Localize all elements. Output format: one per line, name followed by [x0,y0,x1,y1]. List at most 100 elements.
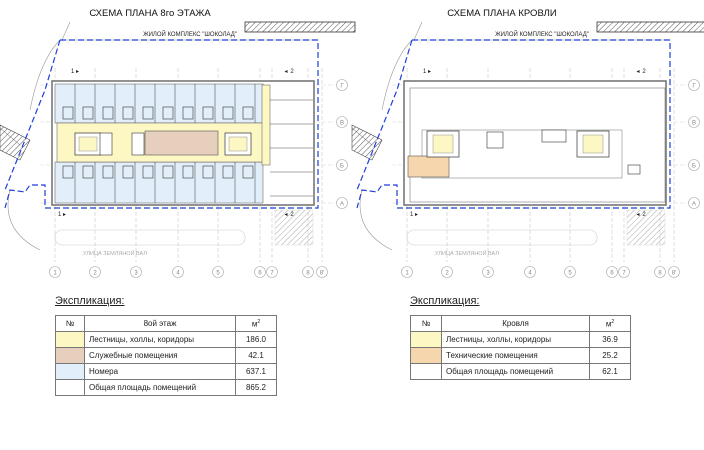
street-island [54,229,246,246]
bathroom [122,106,134,120]
col-area: м2 [589,315,631,332]
bathroom [222,106,234,120]
axis-bubble [688,159,700,171]
bathroom [202,106,214,120]
bathroom [202,165,214,179]
plan-roof: СХЕМА ПЛАНА КРОВЛИ ЖИЛОЙ КОМПЛЕКС "ШОКОЛА… [351,8,704,278]
bathroom [182,165,194,179]
axis-label: 6 [610,271,614,277]
axis-bubble [336,116,348,128]
section-mark: 2 [642,69,646,75]
neighbor-building [596,21,704,33]
color-swatch [410,347,442,364]
floor-plans: СХЕМА ПЛАНА 8го ЭТАЖА ЖИЛОЙ КОМПЛЕКС "ШОК… [0,8,704,278]
axis-bubble [254,266,266,278]
axis-label: А [340,202,344,208]
rooms-south [54,161,264,204]
bathroom [62,106,74,120]
bathroom [142,106,154,120]
elevator [99,132,113,156]
bathroom [182,106,194,120]
row-name: Лестницы, холлы, коридоры [84,331,236,348]
plan-title: СХЕМА ПЛАНА КРОВЛИ [447,8,557,19]
axis-label: 1 [53,271,57,277]
axis-label: Б [692,164,696,170]
row-area: 25.2 [589,347,631,364]
axis-bubble [266,266,278,278]
axis-label: Г [340,84,344,90]
axis-label: 8 [658,271,662,277]
section-mark: 2 [642,212,646,218]
plan-title: СХЕМА ПЛАНА 8го ЭТАЖА [89,8,211,19]
axis-bubble [688,79,700,91]
bathroom [62,165,74,179]
axis-bubble [172,266,184,278]
neighbor-building-left [0,124,31,161]
axis-label: 2 [445,271,449,277]
total-area: 865.2 [235,379,277,396]
col-area: м2 [235,315,277,332]
site-boundary [4,39,319,209]
axis-bubble [654,266,666,278]
axis-label: 3 [486,271,490,277]
bathroom [242,106,254,120]
section-arrow-icon: ◂ [636,212,639,218]
stair-flight [582,134,604,154]
section-arrow-icon: ◂ [284,212,287,218]
axis-bubble [336,79,348,91]
axis-bubble [89,266,101,278]
axis-label: А [692,202,696,208]
bathroom [122,165,134,179]
axis-label: 5 [216,271,220,277]
axis-bubble [212,266,224,278]
row-area: 186.0 [235,331,277,348]
section-arrow-icon: ◂ [636,69,639,75]
row-name: Технические помещения [441,347,590,364]
bathroom [102,106,114,120]
axis-label: Г [692,84,696,90]
row-name: Лестницы, холлы, коридоры [441,331,590,348]
total-name: Общая площадь помещений [441,363,590,380]
axis-label: 8 [306,271,310,277]
street-label: УЛИЦА ЗЕМЛЯНОЙ ВАЛ [83,249,147,257]
axis-bubble [302,266,314,278]
axis-label: 8' [320,271,324,277]
entrance-stairs [274,209,314,246]
axis-label: 1 [405,271,409,277]
neighbor-label: ЖИЛОЙ КОМПЛЕКС "ШОКОЛАД" [495,30,589,38]
bathroom [162,106,174,120]
total-area: 62.1 [589,363,631,380]
col-name: Кровля [441,315,590,332]
entrance-stairs [626,209,666,246]
street-island [406,229,598,246]
axis-label: Б [340,164,344,170]
stair-flight [228,136,248,152]
section-mark: 1 ▸ [410,212,418,218]
stair-flight [432,134,454,154]
axis-bubble [316,266,328,278]
axis-bubble [524,266,536,278]
axis-label: В [692,121,696,127]
technical-room [407,155,450,178]
stair-flight [78,136,98,152]
col-no: № [55,315,85,332]
axis-label: В [340,121,344,127]
section-mark: 1 ▸ [423,69,431,75]
bathroom [222,165,234,179]
axis-bubble [606,266,618,278]
axis-bubble [564,266,576,278]
axis-bubble [130,266,142,278]
section-mark: 2 [290,212,294,218]
axis-label: 4 [528,271,532,277]
roof-vent [627,164,641,175]
bathroom [162,165,174,179]
bathroom [142,165,154,179]
